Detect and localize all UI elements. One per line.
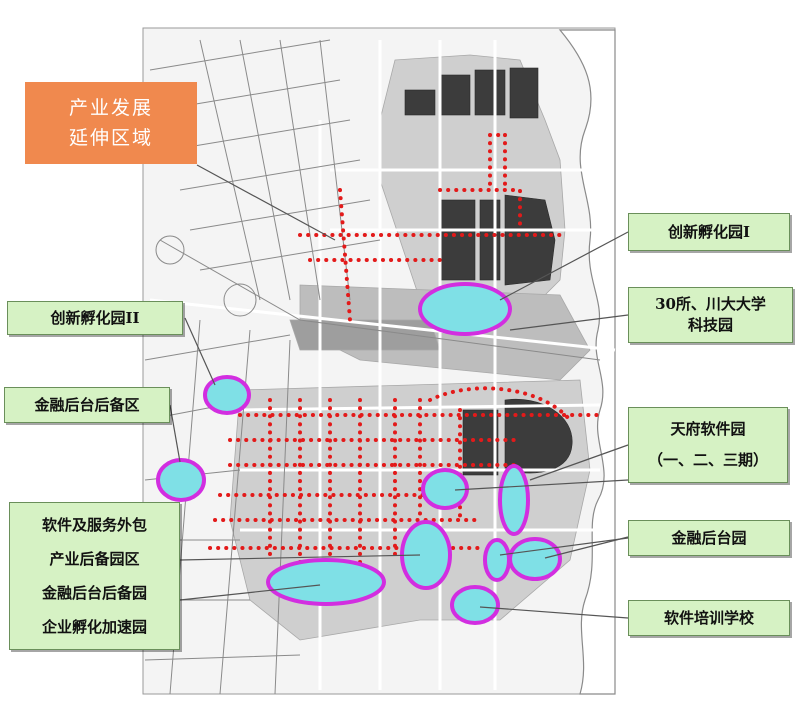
label-text: 金融后台后备区	[34, 395, 140, 414]
label-text: 30所、川大大学	[655, 295, 766, 313]
label-tianfu-software-park: 天府软件园 （一、二、三期）	[628, 407, 788, 483]
label-finance-park: 金融后台园	[628, 520, 790, 556]
zone-outsourcing-b	[266, 558, 386, 606]
street-grid	[144, 39, 601, 695]
dark-building-blocks	[404, 67, 573, 476]
title-line-2: 延伸区域	[68, 127, 153, 149]
river	[558, 29, 616, 695]
label-text: 软件及服务外包	[41, 516, 147, 534]
label-text: 创新孵化园I	[667, 222, 751, 241]
label-finance-backup-zone: 金融后台后备区	[4, 387, 170, 423]
label-incubator-1: 创新孵化园I	[628, 213, 790, 251]
zone-finance-backup	[156, 458, 206, 502]
label-outsourcing-park: 软件及服务外包 产业后备园区 金融后台后备园 企业孵化加速园	[9, 502, 180, 650]
label-text: 科技园	[687, 316, 733, 334]
label-text: 企业孵化加速园	[41, 618, 147, 636]
label-training-school: 软件培训学校	[628, 600, 790, 636]
label-text: 金融后台后备园	[41, 584, 147, 602]
title-box: 产业发展 延伸区域	[25, 82, 197, 164]
zone-tianfu-a	[421, 468, 469, 510]
label-text: 创新孵化园II	[50, 308, 140, 327]
highlight-zones	[156, 282, 562, 625]
title-line-1: 产业发展	[68, 97, 153, 119]
label-text: 天府软件园	[670, 420, 746, 438]
label-institute-park: 30所、川大大学 科技园	[628, 287, 793, 343]
zone-tianfu-b	[498, 464, 530, 536]
zone-incubator2	[203, 375, 251, 415]
label-text: （一、二、三期）	[647, 451, 768, 469]
zone-incubator1	[418, 282, 512, 336]
label-text: 产业后备园区	[49, 550, 140, 568]
leader-lines	[169, 164, 629, 619]
label-text: 软件培训学校	[663, 608, 754, 627]
zone-training	[450, 585, 500, 625]
label-text: 金融后台园	[671, 528, 747, 547]
label-incubator-2: 创新孵化园II	[7, 301, 183, 335]
zone-finance-park-a	[483, 538, 511, 582]
zone-finance-park-b	[508, 537, 562, 581]
